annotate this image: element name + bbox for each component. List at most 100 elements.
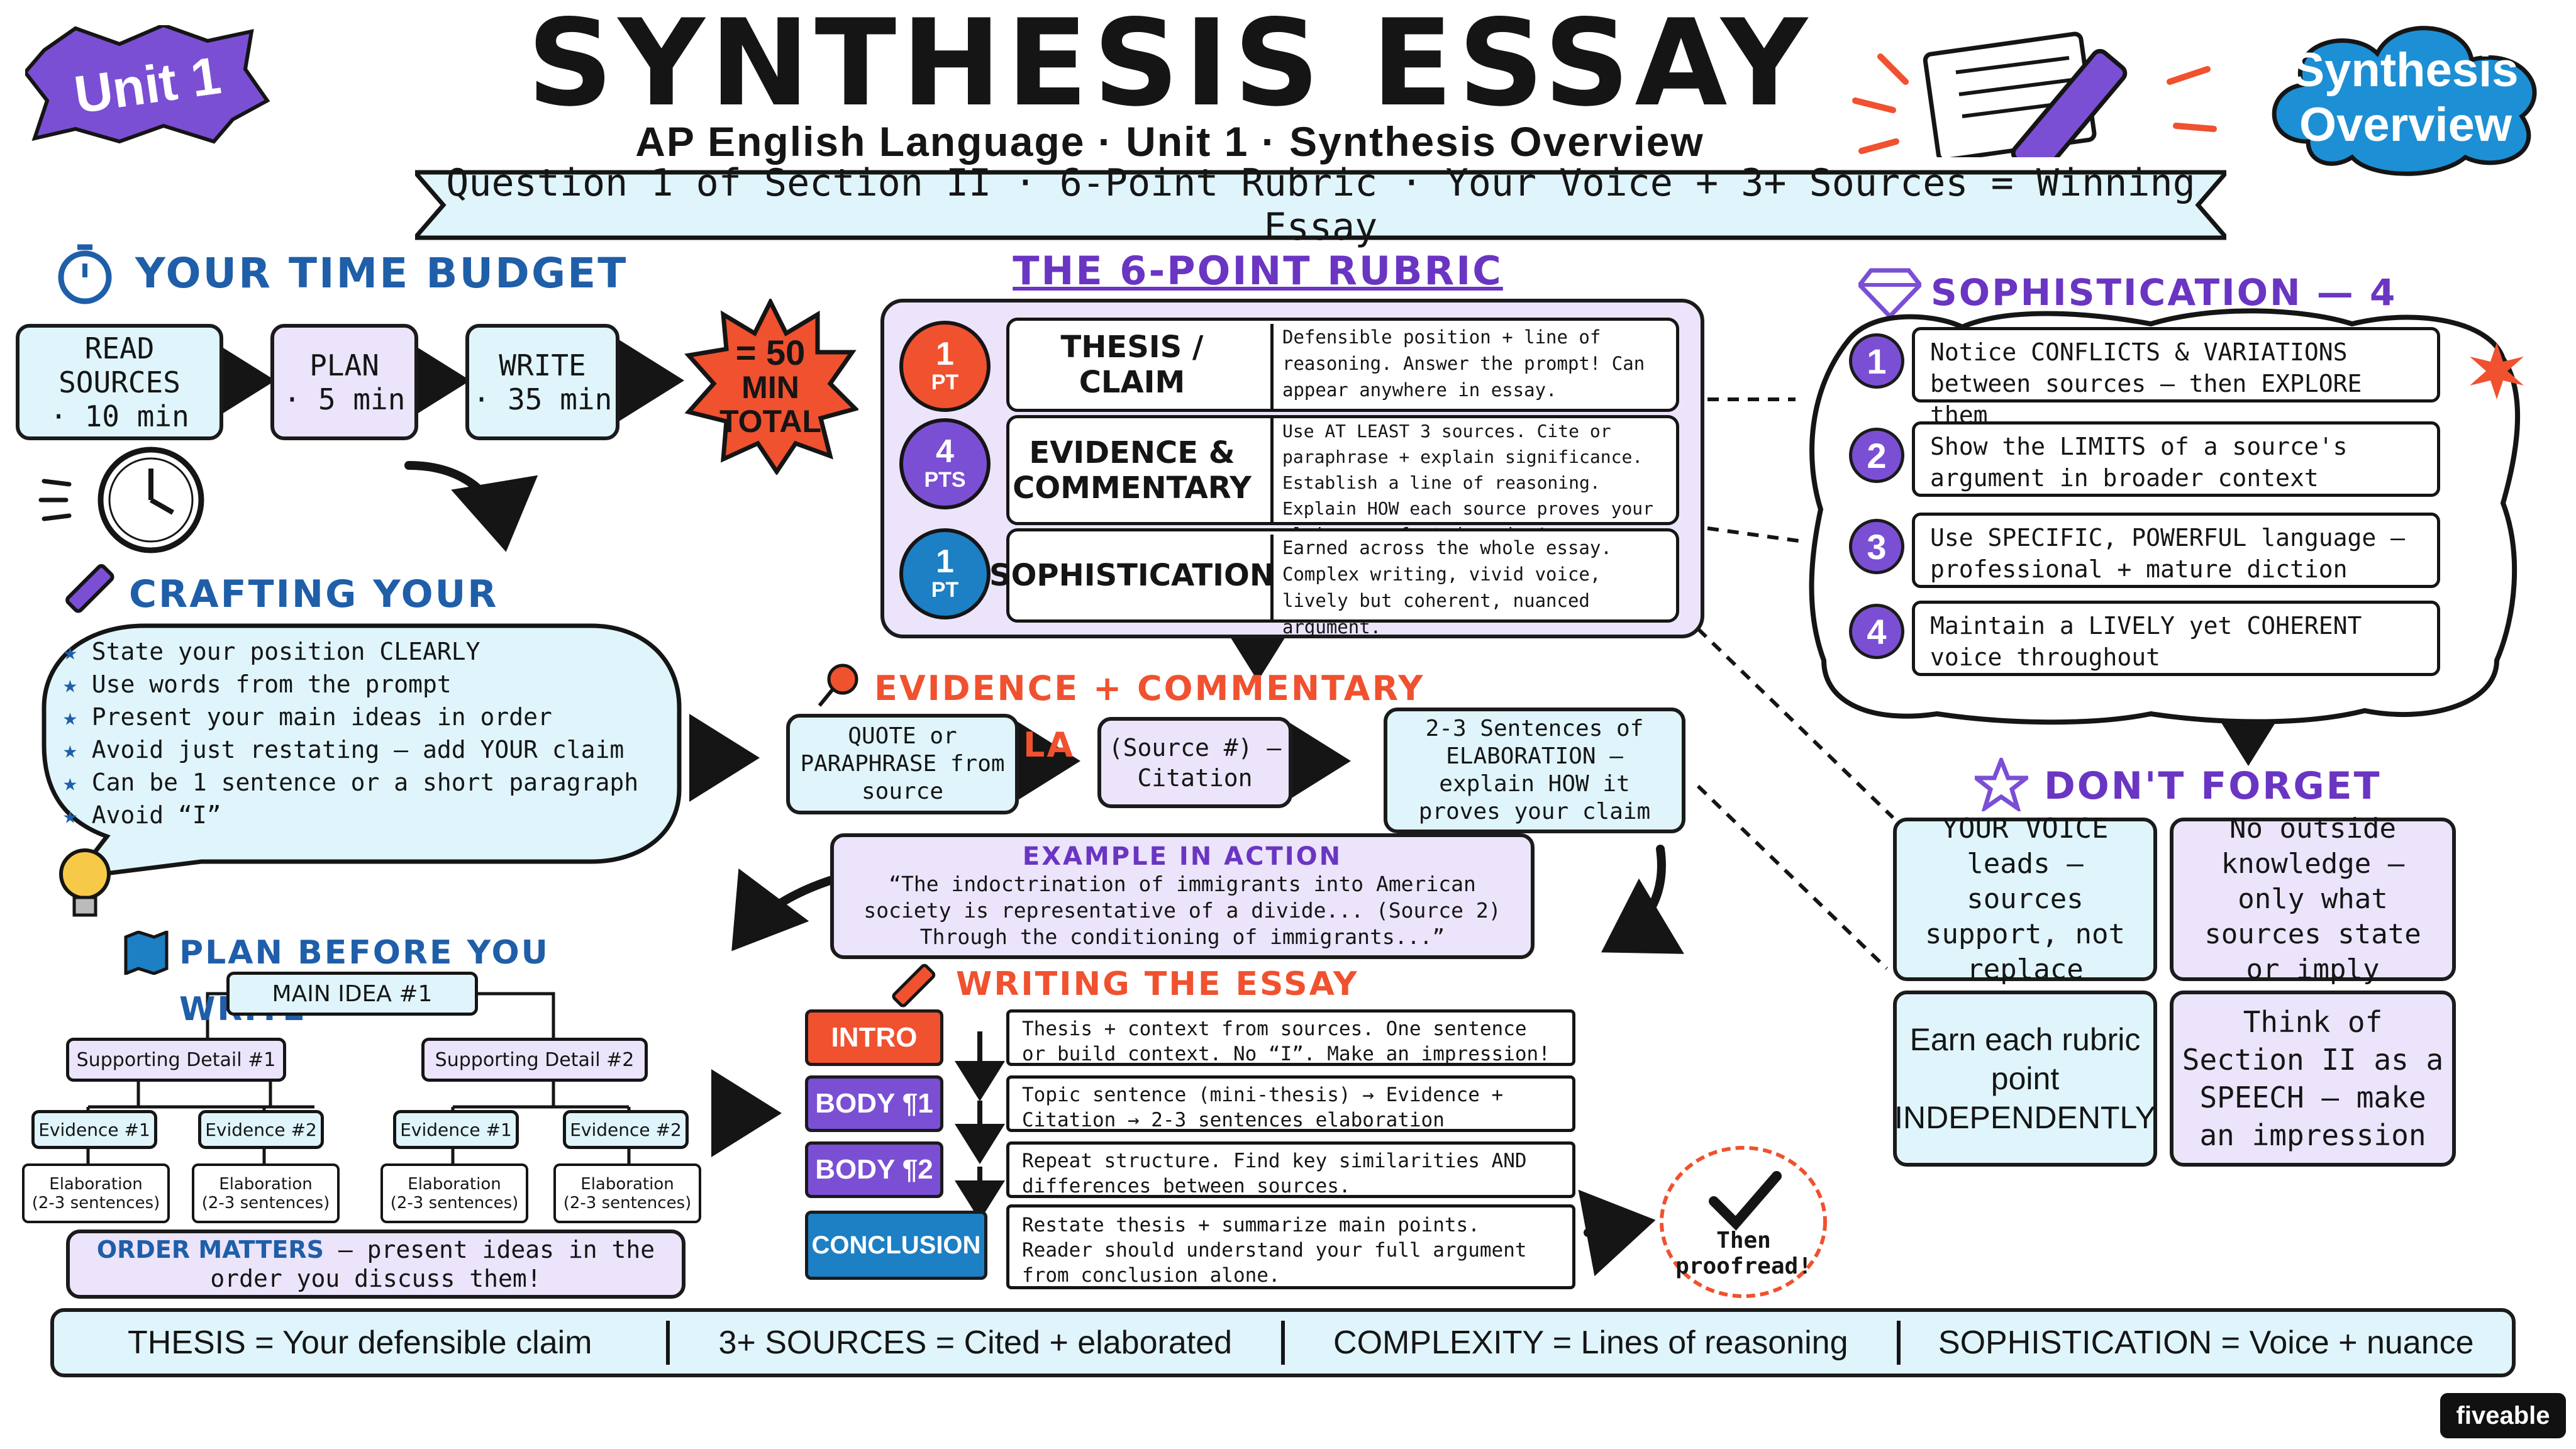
move-text-2: Show the LIMITS of a source's argument i…	[1912, 421, 2440, 497]
points-value: 1	[936, 543, 954, 580]
thesis-item: ★ Avoid “I”	[63, 799, 638, 831]
cloud-line-1: Synthesis	[2292, 43, 2519, 97]
points-unit: PT	[931, 370, 959, 394]
writing-title: WRITING THE ESSAY	[956, 965, 1359, 1003]
rubric-desc-evidence: Use AT LEAST 3 sources. Cite or paraphra…	[1270, 418, 1673, 545]
example-title: EXAMPLE IN ACTION	[1022, 842, 1343, 871]
order-matters-box: ORDER MATTERS — present ideas in the ord…	[66, 1230, 686, 1299]
star-icon: ★	[63, 670, 92, 698]
dont-forget-title: DON'T FORGET	[2044, 764, 2382, 808]
star-icon: ★	[63, 801, 92, 829]
thesis-speech-bubble: ★ State your position CLEARLY ★ Use word…	[38, 619, 686, 884]
order-matters-text: ORDER MATTERS — present ideas in the ord…	[82, 1235, 669, 1293]
rubric-row-sophistication	[1006, 528, 1679, 623]
rubric-desc-sophistication: Earned across the whole essay. Complex w…	[1270, 535, 1673, 638]
move-number-4: 4	[1849, 604, 1904, 659]
reminder-card-independent: Earn each rubric point INDEPENDENTLY	[1893, 991, 2157, 1167]
clock-icon	[31, 440, 220, 557]
cloud-line-2: Overview	[2299, 98, 2512, 152]
essay-desc-conclusion: Restate thesis + summarize main points. …	[1006, 1204, 1575, 1289]
map-icon	[123, 930, 170, 976]
evidence-box: Evidence #1	[31, 1110, 157, 1149]
rubric-desc-thesis: Defensible position + line of reasoning.…	[1270, 324, 1673, 412]
rubric-row-evidence	[1006, 415, 1679, 525]
star-icon: ★	[63, 736, 92, 763]
thesis-item: ★ Use words from the prompt	[63, 668, 638, 701]
time-step-read: READ SOURCES · 10 min	[16, 324, 223, 440]
time-step-write: WRITE · 35 min	[465, 324, 619, 440]
total-time-burst: = 50 MIN TOTAL	[682, 299, 858, 475]
move-number-2: 2	[1849, 428, 1904, 483]
supporting-detail-box: Supporting Detail #2	[421, 1038, 648, 1082]
synthesis-overview-cloud: Synthesis Overview	[2258, 16, 2553, 179]
reminder-card-speech: Think of Section II as a SPEECH — make a…	[2170, 991, 2456, 1167]
banner-text: Question 1 of Section II · 6-Point Rubri…	[446, 161, 2196, 249]
evidence-box: Evidence #2	[563, 1110, 689, 1149]
unit-badge: Unit 1	[25, 25, 270, 145]
order-matters-bold: ORDER MATTERS	[96, 1236, 324, 1263]
essay-section-conclusion: CONCLUSION	[805, 1211, 987, 1280]
spark-icon	[2468, 343, 2525, 399]
move-text-4: Maintain a LIVELY yet COHERENT voice thr…	[1912, 601, 2440, 676]
move-text-1: Notice CONFLICTS & VARIATIONS between so…	[1912, 327, 2440, 429]
order-matters-rest: — present ideas in the order you discuss…	[210, 1236, 655, 1292]
evidence-box: Evidence #2	[198, 1110, 324, 1149]
total-line-2: MIN	[741, 370, 799, 405]
formula-title: EVIDENCE + COMMENTARY FORMULA	[874, 669, 1425, 765]
footer-divider	[1896, 1321, 1901, 1365]
elaboration-line-2: (2-3 sentences)	[31, 1193, 160, 1213]
header-banner: Question 1 of Section II · 6-Point Rubri…	[415, 161, 2226, 249]
time-step-label: WRITE	[499, 348, 586, 382]
notepad-pen-icon	[1912, 19, 2176, 178]
points-value: 4	[936, 433, 954, 470]
star-icon: ★	[63, 703, 92, 731]
move-text-3: Use SPECIFIC, POWERFUL language — profes…	[1912, 513, 2440, 588]
points-unit: PT	[931, 578, 959, 602]
thesis-item-text: Use words from the prompt	[91, 670, 452, 698]
page-title: SYNTHESIS ESSAY	[527, 0, 1813, 133]
footer-divider	[1281, 1321, 1285, 1365]
essay-section-intro: INTRO	[805, 1009, 943, 1066]
essay-desc-body-1: Topic sentence (mini-thesis) → Evidence …	[1006, 1075, 1575, 1132]
formula-box-citation: (Source #) — Citation	[1097, 717, 1292, 808]
rubric-row-thesis	[1006, 318, 1679, 412]
time-step-duration: · 35 min	[472, 382, 613, 416]
essay-section-body-1: BODY ¶1	[805, 1075, 943, 1132]
total-line-1: = 50	[735, 333, 806, 372]
supporting-detail-box: Supporting Detail #1	[66, 1038, 286, 1082]
thesis-item: ★ Present your main ideas in order	[63, 701, 638, 733]
thesis-item-text: Avoid “I”	[91, 801, 221, 829]
proofread-badge: Then proofread!	[1654, 1141, 1833, 1302]
lightbulb-icon	[50, 840, 119, 928]
reminder-card-knowledge: No outside knowledge — only what sources…	[2170, 813, 2456, 985]
star-outline-icon	[1969, 754, 2033, 814]
pushpin-icon	[814, 660, 865, 711]
burst-shape	[25, 25, 270, 144]
proofread-line-2: proofread!	[1675, 1253, 1812, 1279]
time-step-label: PLAN	[309, 348, 379, 382]
footer-item-sources: 3+ SOURCES = Cited + elaborated	[718, 1324, 1233, 1361]
rubric-points-sophistication: 1 PT	[899, 528, 991, 619]
elaboration-line-1: Elaboration	[408, 1174, 501, 1194]
footer-summary-bar: THESIS = Your defensible claim 3+ SOURCE…	[50, 1308, 2516, 1377]
move-number-3: 3	[1849, 519, 1904, 574]
pencil-icon	[60, 563, 116, 619]
points-value: 1	[936, 336, 954, 372]
star-icon: ★	[63, 769, 92, 796]
brand-logo: fiveable	[2440, 1393, 2566, 1438]
essay-desc-body-2: Repeat structure. Find key similarities …	[1006, 1141, 1575, 1198]
main-idea-box: MAIN IDEA #1	[226, 972, 478, 1016]
example-text: “The indoctrination of immigrants into A…	[863, 872, 1501, 949]
star-icon: ★	[63, 638, 92, 665]
footer-item-complexity: COMPLEXITY = Lines of reasoning	[1333, 1324, 1848, 1361]
time-budget-title: YOUR TIME BUDGET	[135, 249, 628, 297]
footer-item-sophistication: SOPHISTICATION = Voice + nuance	[1938, 1324, 2474, 1361]
formula-box-elaboration: 2-3 Sentences of ELABORATION — explain H…	[1384, 708, 1685, 833]
thesis-item-text: Can be 1 sentence or a short paragraph	[91, 769, 639, 796]
pencil-icon	[887, 962, 937, 1013]
rubric-points-evidence: 4 PTS	[899, 418, 991, 509]
thesis-list: ★ State your position CLEARLY ★ Use word…	[63, 635, 638, 831]
elaboration-line-1: Elaboration	[580, 1174, 674, 1194]
rubric-label-evidence: EVIDENCE & COMMENTARY	[1013, 435, 1252, 506]
footer-item-thesis: THESIS = Your defensible claim	[127, 1324, 592, 1361]
